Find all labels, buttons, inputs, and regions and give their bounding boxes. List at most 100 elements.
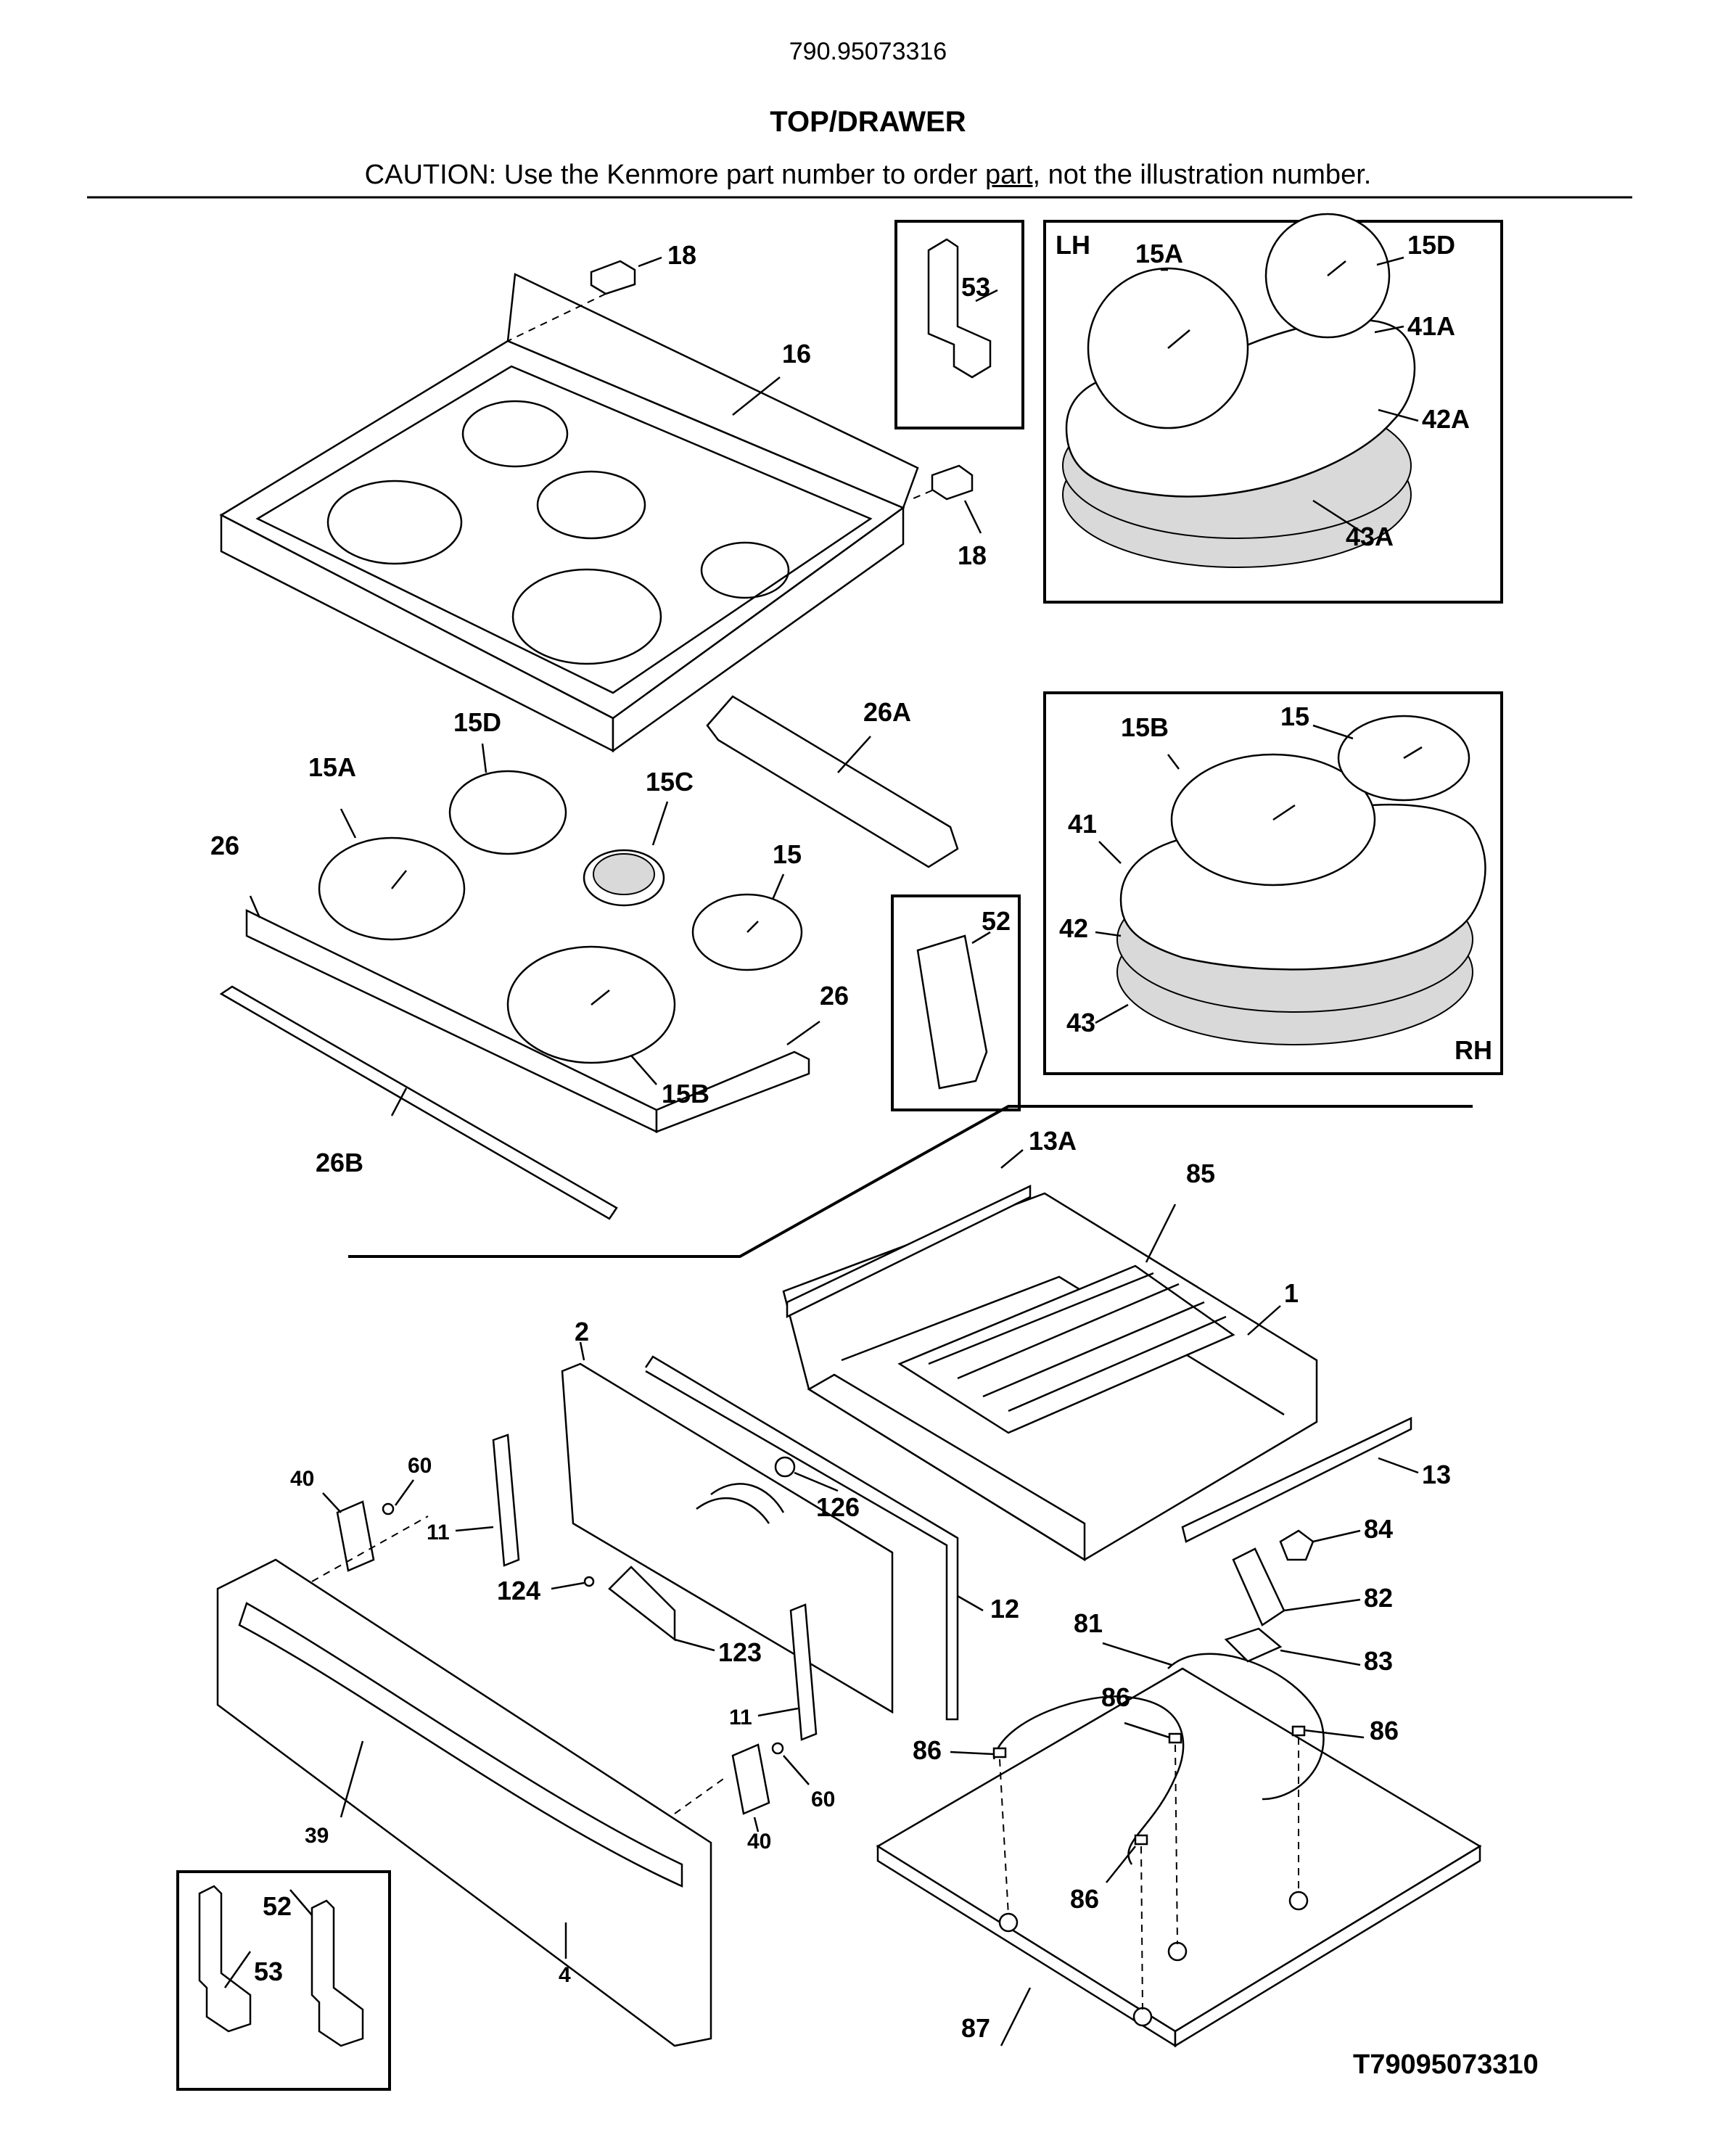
element-15A — [318, 808, 466, 941]
bracket-83 — [1224, 1627, 1361, 1666]
screw-60-right — [771, 1742, 810, 1785]
callout-11-right: 11 — [729, 1706, 752, 1729]
caution-text: CAUTION: Use the Kenmore part number to … — [364, 160, 986, 190]
model-number: 790.95073316 — [789, 38, 947, 65]
inset-box-lh — [1043, 220, 1503, 604]
drawer-panel-2 — [561, 1341, 894, 1714]
callout-15-rh: 15 — [1280, 702, 1309, 731]
inset-box-52 — [891, 894, 1021, 1111]
mounting-bracket-18-right — [931, 464, 982, 534]
callout-85: 85 — [1186, 1159, 1215, 1188]
lh-element-assembly — [1062, 213, 1419, 568]
callout-86-b: 86 — [1370, 1716, 1399, 1745]
callout-123: 123 — [718, 1637, 762, 1667]
inset-box-rh — [1043, 691, 1503, 1075]
callout-52-bottom: 52 — [263, 1891, 292, 1921]
drawer-front-4 — [216, 1558, 712, 2047]
callout-15D-lh: 15D — [1407, 230, 1455, 260]
callout-15A: 15A — [308, 752, 356, 782]
callout-1: 1 — [1284, 1278, 1299, 1308]
callout-42: 42 — [1059, 913, 1088, 943]
drawer-gasket-12 — [644, 1355, 984, 1721]
callout-4: 4 — [559, 1963, 571, 1987]
drawer-rack-85 — [897, 1204, 1235, 1434]
callout-11-left: 11 — [427, 1521, 450, 1544]
callout-39: 39 — [305, 1824, 329, 1848]
callout-26A: 26A — [863, 697, 911, 727]
clips-86 — [950, 1722, 1365, 1883]
callout-15A-lh: 15A — [1135, 239, 1183, 268]
element-15 — [691, 873, 803, 971]
callout-53-bottom: 53 — [254, 1957, 283, 1986]
cooktop-glass-top — [219, 273, 919, 753]
drawer-slide-13A — [786, 1149, 1032, 1319]
callout-40-left: 40 — [290, 1467, 314, 1491]
screw-124 — [551, 1576, 595, 1590]
callout-18-top: 18 — [667, 240, 696, 270]
callout-43A: 43A — [1346, 522, 1394, 551]
caution-text-end: , not the illustration number. — [1032, 160, 1372, 190]
callout-40-right: 40 — [747, 1830, 771, 1854]
callout-82: 82 — [1364, 1583, 1393, 1613]
callout-81: 81 — [1074, 1608, 1103, 1638]
callout-60-left: 60 — [408, 1454, 432, 1478]
callout-86-c: 86 — [913, 1735, 942, 1765]
clip-pair-52-53 — [198, 1885, 364, 2047]
inset-box-52-53 — [176, 1870, 391, 2091]
callout-13A: 13A — [1029, 1126, 1077, 1156]
element-15D — [448, 743, 567, 855]
callout-60-right: 60 — [811, 1788, 835, 1811]
callout-52: 52 — [982, 906, 1011, 936]
label-lh: LH — [1056, 230, 1090, 260]
callout-15B-rh: 15B — [1121, 712, 1169, 742]
callout-41A: 41A — [1407, 311, 1455, 341]
callout-41: 41 — [1068, 809, 1097, 839]
part-link[interactable]: part — [985, 160, 1033, 190]
bottom-tray-87 — [876, 1667, 1482, 2048]
inset-box-53 — [894, 220, 1024, 429]
callout-42A: 42A — [1422, 404, 1470, 434]
callout-13: 13 — [1422, 1460, 1451, 1489]
trim-strip-26b — [219, 985, 618, 1220]
bracket-82 — [1232, 1547, 1361, 1626]
callout-87: 87 — [961, 2013, 990, 2043]
callout-84: 84 — [1364, 1514, 1393, 1544]
mounting-bracket-18-top — [590, 256, 662, 295]
mounting-bracket-11-right — [757, 1603, 818, 1741]
callout-26-left: 26 — [210, 831, 239, 860]
diagram-id: T79095073310 — [1353, 2049, 1539, 2080]
callout-15B: 15B — [662, 1079, 709, 1108]
callout-16: 16 — [782, 339, 811, 369]
screw-60-left — [382, 1479, 415, 1515]
label-rh: RH — [1455, 1035, 1492, 1065]
clip-40-left — [322, 1492, 375, 1572]
element-15B — [506, 945, 676, 1085]
callout-126: 126 — [816, 1492, 860, 1522]
wire-clip-53 — [927, 238, 998, 379]
callout-26-right: 26 — [820, 981, 849, 1011]
drawer-slide-13 — [1181, 1417, 1419, 1543]
callout-43: 43 — [1066, 1008, 1095, 1037]
clip-40-right — [731, 1743, 770, 1833]
rh-element-assembly — [1095, 715, 1486, 1045]
callout-53-top: 53 — [961, 272, 990, 302]
callout-15: 15 — [773, 839, 802, 869]
burner-bracket-26a — [706, 695, 959, 868]
mounting-bracket-11-left — [455, 1434, 520, 1567]
callout-86-d: 86 — [1070, 1884, 1099, 1914]
section-divider — [348, 1105, 1473, 1258]
callout-2: 2 — [575, 1317, 589, 1346]
callout-124: 124 — [497, 1576, 540, 1605]
burner-bracket-26 — [245, 895, 820, 1133]
callout-15C: 15C — [646, 767, 694, 797]
bake-element-81 — [992, 1642, 1325, 1865]
caution-note: CAUTION: Use the Kenmore part number to … — [0, 160, 1736, 191]
callout-86-a: 86 — [1101, 1682, 1130, 1712]
callout-26B: 26B — [316, 1148, 363, 1177]
section-title: TOP/DRAWER — [770, 106, 966, 138]
element-15C — [583, 801, 669, 907]
thermostat-84 — [1279, 1529, 1361, 1561]
callout-83: 83 — [1364, 1646, 1393, 1676]
bracket-52 — [916, 931, 991, 1090]
